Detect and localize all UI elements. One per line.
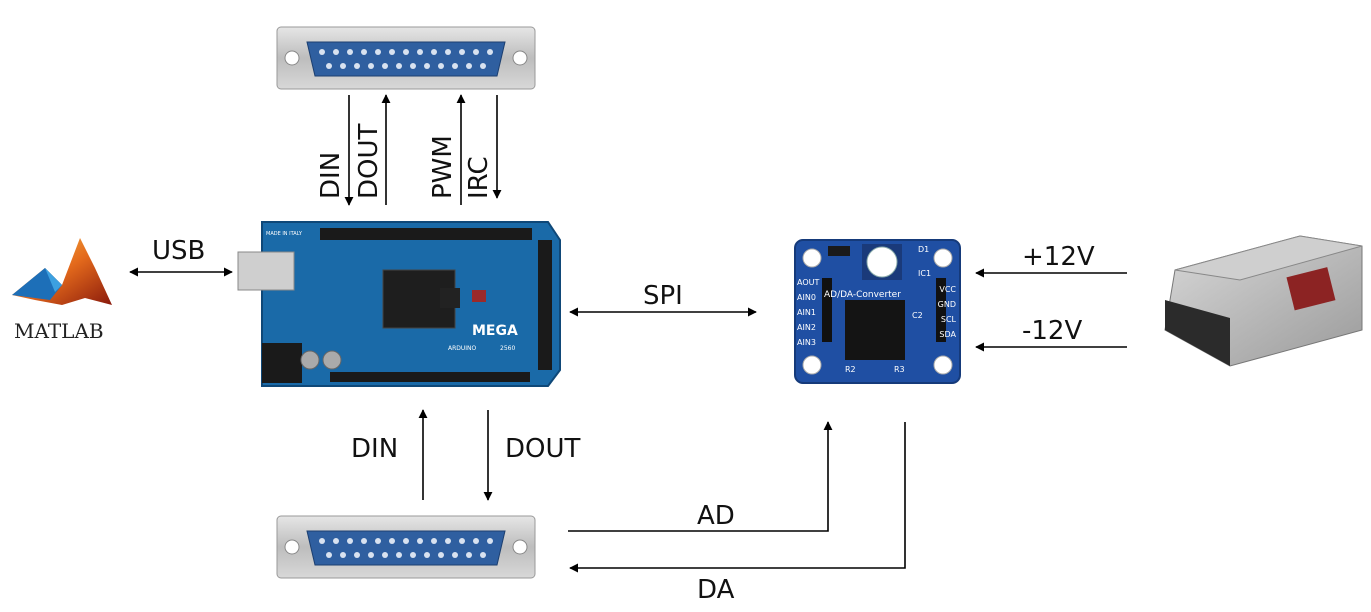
connector-pin bbox=[361, 49, 367, 55]
connector-pin bbox=[438, 63, 444, 69]
connector-pin bbox=[438, 552, 444, 558]
arduino-brand-text: MEGA bbox=[472, 323, 518, 339]
connector-pin bbox=[396, 63, 402, 69]
connector-pin bbox=[410, 552, 416, 558]
connector-pin bbox=[396, 552, 402, 558]
connector-pin bbox=[459, 49, 465, 55]
connector-pin bbox=[487, 538, 493, 544]
connector-pin bbox=[389, 538, 395, 544]
matlab-logo-text: MATLAB bbox=[14, 319, 104, 343]
connector-pin bbox=[375, 538, 381, 544]
adda-pin-gnd: GND bbox=[938, 300, 956, 309]
adda-pin-ain3: AIN3 bbox=[797, 338, 816, 347]
adda-pin-vcc: VCC bbox=[939, 285, 956, 294]
connector-pin bbox=[466, 552, 472, 558]
label-ad: AD bbox=[697, 501, 735, 531]
connector-pin bbox=[361, 538, 367, 544]
label-minus12v: -12V bbox=[1022, 316, 1083, 346]
connector-pin bbox=[340, 63, 346, 69]
connector-pin bbox=[368, 63, 374, 69]
db25-connector-bottom bbox=[276, 515, 536, 579]
connector-pin bbox=[480, 63, 486, 69]
arduino-model-text: 2560 bbox=[500, 345, 515, 352]
connector-pin bbox=[487, 49, 493, 55]
connector-pin bbox=[382, 63, 388, 69]
connector-pin bbox=[473, 538, 479, 544]
connector-pin bbox=[417, 49, 423, 55]
arduino-name-text: ARDUINO bbox=[448, 345, 477, 352]
adda-pin-ain1: AIN1 bbox=[797, 308, 816, 317]
label-dout-bottom: DOUT bbox=[505, 434, 581, 464]
db25-connector-top bbox=[276, 26, 536, 90]
connector-pin bbox=[431, 49, 437, 55]
connector-pin bbox=[389, 49, 395, 55]
label-usb: USB bbox=[152, 236, 206, 266]
connector-pin bbox=[347, 49, 353, 55]
label-din-bottom: DIN bbox=[351, 434, 399, 464]
connector-pin bbox=[354, 552, 360, 558]
adda-part-c2: C2 bbox=[912, 311, 923, 320]
label-da: DA bbox=[697, 575, 735, 605]
connector-pin bbox=[473, 49, 479, 55]
label-spi: SPI bbox=[643, 281, 683, 311]
label-dout-top: DOUT bbox=[354, 123, 384, 199]
connection-arrows bbox=[129, 94, 1127, 573]
connector-pin bbox=[403, 49, 409, 55]
label-pwm: PWM bbox=[428, 135, 458, 199]
connector-pin bbox=[340, 552, 346, 558]
connector-pin bbox=[368, 552, 374, 558]
connector-pin bbox=[424, 63, 430, 69]
connector-pin bbox=[333, 538, 339, 544]
matlab-logo: MATLAB bbox=[12, 238, 112, 343]
connector-pin bbox=[445, 538, 451, 544]
connector-pin bbox=[417, 538, 423, 544]
connector-pin bbox=[452, 552, 458, 558]
adda-part-r2: R2 bbox=[845, 365, 856, 374]
connector-pin bbox=[354, 63, 360, 69]
adda-board-title: AD/DA-Converter bbox=[824, 290, 901, 300]
label-plus12v: +12V bbox=[1022, 242, 1095, 272]
adda-part-r3: R3 bbox=[894, 365, 905, 374]
arrow-da bbox=[569, 422, 906, 573]
label-irc: IRC bbox=[464, 156, 494, 199]
connector-pin bbox=[480, 552, 486, 558]
adda-pin-ain2: AIN2 bbox=[797, 323, 816, 332]
connector-pin bbox=[459, 538, 465, 544]
adda-part-ic1: IC1 bbox=[918, 269, 931, 278]
adda-part-d1: D1 bbox=[918, 245, 929, 254]
arduino-mega-board: MADE IN ITALY MEGA ARDUINO 2560 bbox=[237, 221, 561, 387]
connector-pin bbox=[403, 538, 409, 544]
connector-pin bbox=[333, 49, 339, 55]
connector-pin bbox=[431, 538, 437, 544]
arduino-made-in-text: MADE IN ITALY bbox=[266, 231, 303, 237]
adda-pin-ain0: AIN0 bbox=[797, 293, 816, 302]
connector-pin bbox=[410, 63, 416, 69]
connector-pin bbox=[326, 552, 332, 558]
connector-pin bbox=[424, 552, 430, 558]
connector-pin bbox=[382, 552, 388, 558]
connector-pin bbox=[326, 63, 332, 69]
adda-pin-scl: SCL bbox=[941, 315, 957, 324]
adda-pin-aout: AOUT bbox=[797, 278, 819, 287]
connector-pin bbox=[347, 538, 353, 544]
connector-pin bbox=[375, 49, 381, 55]
connector-pin bbox=[319, 538, 325, 544]
label-din-top: DIN bbox=[316, 151, 346, 199]
connector-pin bbox=[319, 49, 325, 55]
connector-pin bbox=[445, 49, 451, 55]
adda-pin-sda: SDA bbox=[939, 330, 956, 339]
connector-pin bbox=[466, 63, 472, 69]
arrow-ad bbox=[568, 421, 833, 532]
connector-pin bbox=[452, 63, 458, 69]
power-supply-unit bbox=[1164, 235, 1363, 367]
